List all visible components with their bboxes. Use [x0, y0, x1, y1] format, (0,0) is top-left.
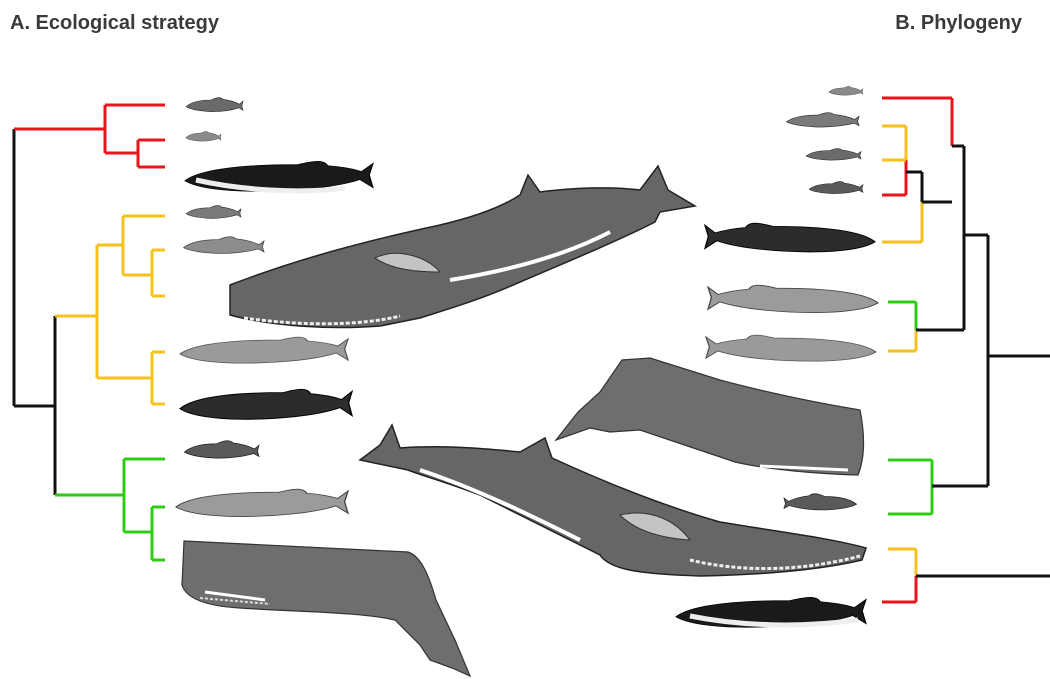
tree-a-red-clade [14, 105, 165, 167]
common-dolphin-icon-b [806, 149, 861, 161]
small-porpoise-icon-b [829, 86, 863, 95]
dalls-porpoise-icon [185, 441, 259, 458]
pygmy-dolphin-icon-b [784, 494, 857, 510]
bowhead-whale-icon-b [708, 285, 878, 312]
dalls-porpoise-icon-b [809, 182, 863, 194]
spotted-dolphin-icon [186, 206, 241, 219]
beaked-whale-icon [180, 337, 348, 363]
small-porpoise-icon [186, 131, 221, 141]
tree-b-green-clade [888, 302, 932, 514]
tree-b-black-branches [906, 146, 1050, 576]
bottlenose-dolphin-icon [184, 237, 264, 254]
tree-a-yellow-clade [55, 216, 165, 404]
tree-a-root-branches [14, 129, 55, 495]
tree-a-green-clade [55, 459, 165, 560]
panel-b-tree [882, 98, 1050, 602]
sperm-whale-icon-b [556, 358, 864, 475]
panel-a-species [176, 98, 470, 676]
common-dolphin-icon [186, 98, 243, 112]
pilot-whale-icon [180, 389, 352, 419]
spotted-dolphin-icon-b [786, 113, 859, 127]
bowhead-whale-icon [176, 489, 348, 516]
beaked-whale-icon-b [706, 335, 876, 361]
panel-a-tree [14, 105, 165, 560]
pilot-whale-icon-b [705, 223, 875, 252]
sperm-whale-icon [182, 541, 470, 676]
